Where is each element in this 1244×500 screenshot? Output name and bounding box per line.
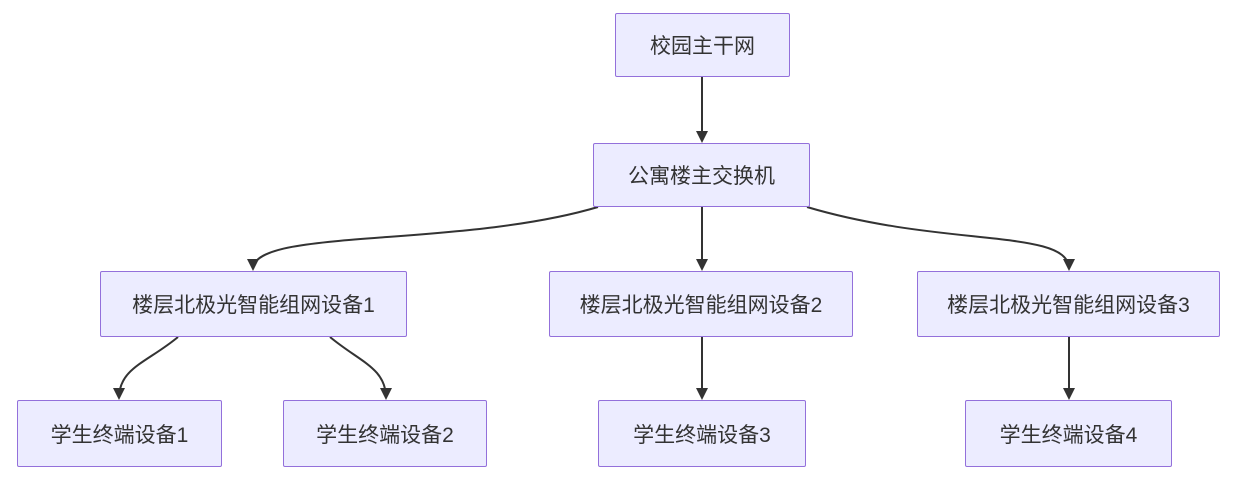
node-floor-device-2: 楼层北极光智能组网设备2 — [549, 271, 853, 337]
node-student-terminal-2-label: 学生终端设备2 — [316, 423, 454, 447]
node-floor-device-3-label: 楼层北极光智能组网设备3 — [947, 294, 1190, 317]
node-floor-device-2-label: 楼层北极光智能组网设备2 — [579, 294, 823, 317]
node-student-terminal-2: 学生终端设备2 — [283, 400, 487, 467]
node-student-terminal-3-label: 学生终端设备3 — [633, 423, 771, 447]
node-campus-backbone: 校园主干网 — [615, 13, 790, 77]
node-student-terminal-4-label: 学生终端设备4 — [999, 423, 1138, 447]
edge-floor1-to-student2 — [329, 336, 392, 400]
node-apartment-main-switch-label: 公寓楼主交换机 — [628, 165, 775, 188]
node-student-terminal-1: 学生终端设备1 — [17, 400, 222, 467]
node-floor-device-3: 楼层北极光智能组网设备3 — [917, 271, 1220, 337]
node-floor-device-1-label: 楼层北极光智能组网设备1 — [132, 294, 375, 317]
node-floor-device-1: 楼层北极光智能组网设备1 — [100, 271, 407, 337]
edge-floor1-to-student1 — [113, 336, 179, 400]
edge-switch-to-floor3 — [806, 206, 1075, 271]
node-student-terminal-1-label: 学生终端设备1 — [50, 423, 189, 447]
node-campus-backbone-label: 校园主干网 — [650, 35, 755, 58]
edge-switch-to-floor1 — [247, 206, 599, 271]
node-student-terminal-3: 学生终端设备3 — [598, 400, 806, 467]
node-student-terminal-4: 学生终端设备4 — [965, 400, 1172, 467]
node-apartment-main-switch: 公寓楼主交换机 — [593, 143, 810, 207]
